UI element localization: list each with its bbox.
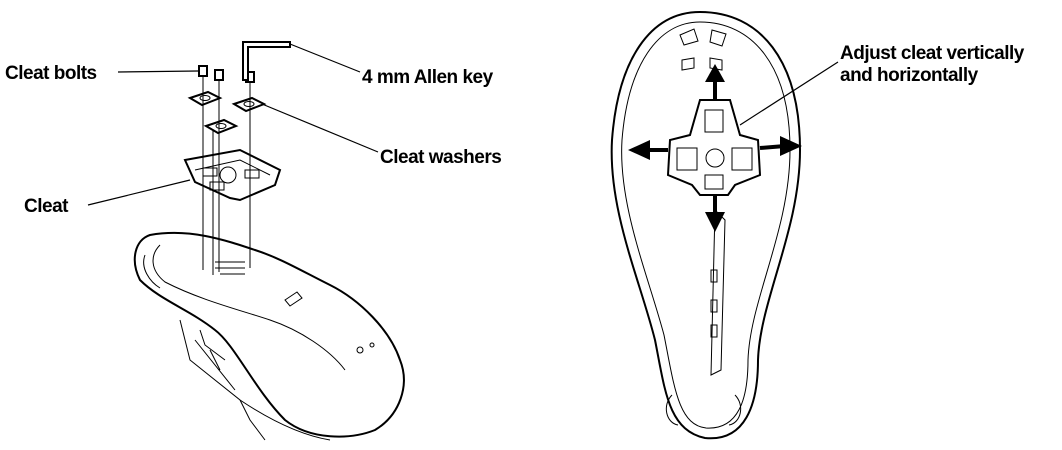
label-cleat: Cleat	[24, 196, 69, 217]
cleat-top-view	[666, 99, 762, 196]
label-adjust-line1: Adjust cleat vertically	[840, 43, 1025, 64]
adjustment-arrows	[628, 64, 802, 232]
allen-key	[242, 41, 291, 81]
label-adjust-line2: and horizontally	[840, 65, 979, 86]
cleat-exploded	[183, 148, 282, 202]
label-allen-key: 4 mm Allen key	[362, 67, 494, 88]
washers	[187, 90, 267, 135]
label-cleat-washers: Cleat washers	[380, 147, 501, 168]
shoe-side-view	[133, 231, 405, 441]
shoe-sole-view	[610, 10, 802, 440]
bolts	[198, 65, 255, 275]
label-cleat-bolts: Cleat bolts	[5, 63, 97, 84]
